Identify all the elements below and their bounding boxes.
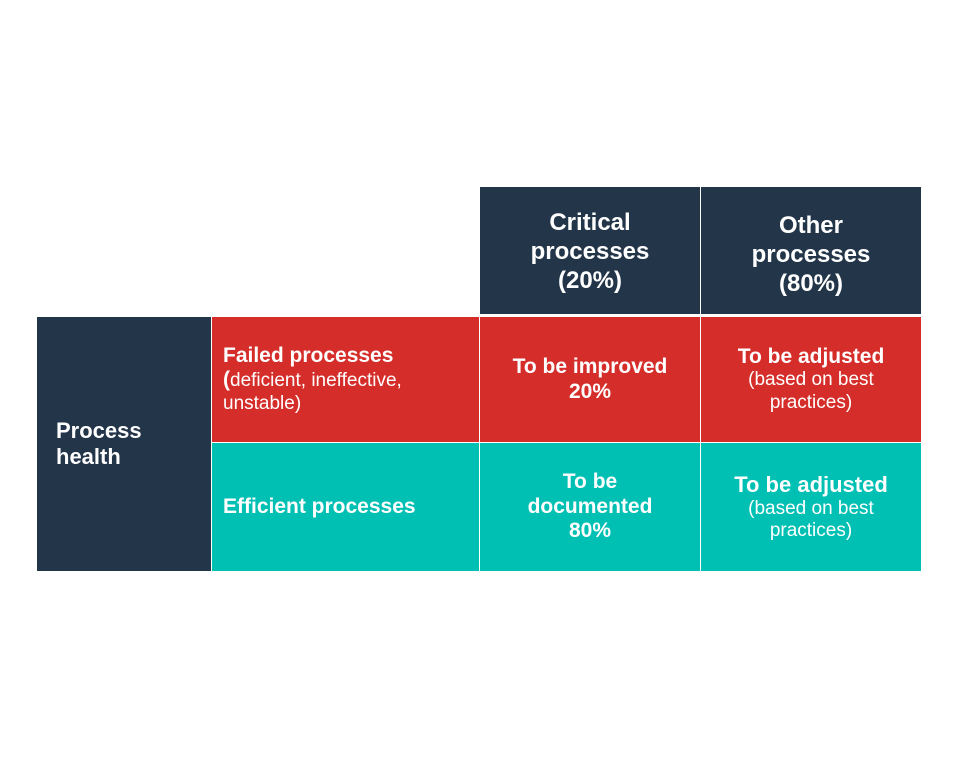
process-health-line-1: Process — [56, 418, 142, 444]
cell-efficient-other: To be adjusted (based on best practices) — [701, 443, 921, 571]
header-other-line-2: processes — [751, 241, 871, 269]
failed-detail-text-1: deficient, ineffective, — [230, 370, 402, 392]
failed-other-title: To be adjusted — [737, 344, 885, 368]
header-other-line-3: (80%) — [778, 269, 844, 297]
failed-processes-title: Failed processes — [223, 343, 394, 367]
efficient-critical-line-3: 80% — [568, 519, 612, 543]
failed-critical-line-1: To be improved — [512, 354, 668, 378]
failed-processes-detail-1: (deficient, ineffective, — [223, 368, 402, 393]
header-other-line-1: Other — [778, 212, 843, 240]
cell-efficient-critical: To be documented 80% — [480, 443, 700, 571]
row-label-efficient-processes: Efficient processes — [212, 443, 479, 571]
efficient-other-detail-2: practices) — [769, 519, 853, 541]
failed-other-detail-1: (based on best — [748, 369, 874, 391]
efficient-other-detail-1: (based on best — [748, 497, 874, 519]
efficient-critical-line-2: documented — [527, 494, 653, 518]
header-critical-line-1: Critical — [549, 209, 631, 237]
failed-other-detail-2: practices) — [769, 391, 853, 413]
efficient-other-title: To be adjusted — [734, 471, 888, 497]
process-health-line-2: health — [56, 444, 121, 469]
row-label-failed-processes: Failed processes (deficient, ineffective… — [212, 317, 479, 442]
header-critical-line-3: (20%) — [557, 266, 623, 294]
efficient-critical-line-1: To be — [562, 469, 618, 493]
header-other-processes: Other processes (80%) — [701, 187, 921, 314]
cell-failed-critical: To be improved 20% — [480, 317, 700, 442]
row-group-process-health: Process health — [37, 317, 211, 571]
efficient-processes-title: Efficient processes — [223, 494, 416, 518]
header-critical-processes: Critical processes (20%) — [480, 187, 700, 314]
failed-processes-detail-2: unstable) — [223, 393, 302, 415]
failed-critical-line-2: 20% — [568, 379, 612, 403]
cell-failed-other: To be adjusted (based on best practices) — [701, 317, 921, 442]
failed-paren-open: ( — [223, 368, 230, 392]
header-critical-line-2: processes — [530, 238, 650, 266]
